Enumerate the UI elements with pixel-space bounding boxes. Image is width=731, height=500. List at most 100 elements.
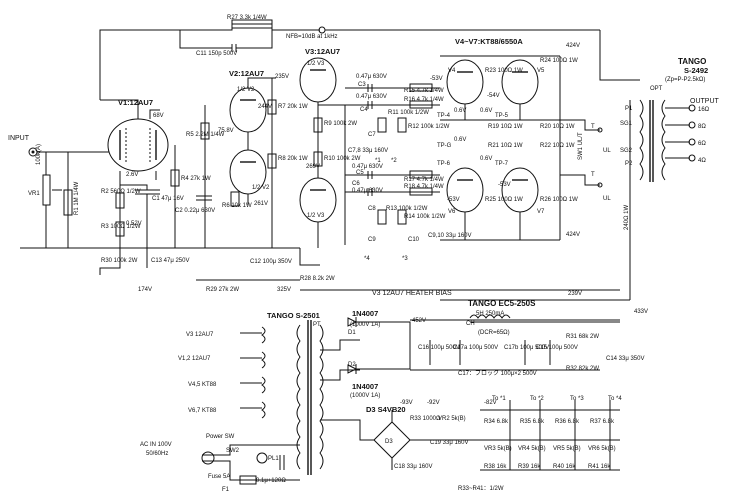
- v4v7-label: V4~V7:KT88/6550A: [455, 37, 523, 46]
- v1-voltage-2-6: 2.6V: [126, 172, 138, 178]
- v269-label: 269V: [306, 164, 320, 170]
- v424-top: 424V: [566, 43, 580, 49]
- c14-label: C14 33μ 350V: [606, 356, 644, 362]
- heater-v67: V6,7 KT88: [188, 408, 217, 414]
- t-label-bottom: T: [591, 172, 595, 178]
- v2-half-top: 1/2 V2: [237, 87, 255, 93]
- r10-label: R10 100k 2W: [324, 156, 361, 162]
- ul-label-top: UL: [603, 148, 611, 154]
- choke-filter: [410, 314, 620, 371]
- r31-label: R31 68k 2W: [566, 334, 599, 340]
- v2-coupling: [170, 105, 240, 248]
- out-16: 16Ω: [698, 107, 710, 113]
- c3-label: 0.47μ 630V: [356, 74, 387, 80]
- c7-label: C7: [368, 132, 376, 138]
- r3-label: R3 100Ω 1/2W: [101, 224, 141, 230]
- c17-block: C17：ブロック 100μ×2 500V: [458, 369, 537, 377]
- ch-label: CH: [466, 321, 475, 327]
- vr3-label: VR3 5k(B): [484, 446, 512, 452]
- fuse-label: Fuse 5A: [208, 474, 230, 480]
- tp4-label: TP-4: [437, 113, 451, 119]
- c11-label: C11 150p 500V: [196, 51, 237, 57]
- c6-label: 0.47μ 630V: [352, 164, 383, 170]
- p2-label: P2: [625, 161, 633, 167]
- pl1-label: PL1: [268, 456, 279, 462]
- d2-rating: (1000V 1A): [350, 393, 380, 399]
- r32-label: R32 82k 2W: [566, 366, 599, 372]
- r33-label: R33 1000Ω: [410, 416, 441, 422]
- r41-label: R41 16k: [588, 464, 611, 470]
- v3-half-top: 1/2 V3: [307, 61, 325, 67]
- c13-label: C13 47μ 250V: [151, 258, 189, 264]
- c8-label: C8: [368, 206, 376, 212]
- c3-tag: C3: [358, 82, 366, 88]
- grid-resistors: [377, 83, 433, 225]
- tango-s2492-model: S-2492: [684, 66, 708, 75]
- v06-d: 0.6V: [480, 156, 492, 162]
- c10-label: C10: [408, 237, 420, 243]
- ac-freq-label: 50/60Hz: [146, 451, 168, 457]
- r28-label: R28 8.2k 2W: [300, 276, 335, 282]
- pt-label: PT: [313, 322, 321, 328]
- vr1-value: 100k(A): [36, 144, 42, 165]
- sw1: [559, 56, 603, 240]
- v2-tube: [229, 77, 276, 205]
- bias-supply: [340, 409, 620, 471]
- star3-label: *3: [402, 256, 408, 262]
- v3-tube: [299, 57, 337, 248]
- c6-val: 0.47μ 630V: [352, 188, 383, 194]
- tango-zp: (Zp=P-P2.5kΩ): [665, 77, 705, 83]
- heater-v3: V3 12AU7: [186, 332, 214, 338]
- c18-label: C18 33μ 160V: [394, 464, 432, 470]
- v3-label: V3:12AU7: [305, 47, 340, 56]
- heater-bias-label: V3 12AU7 HEATER BIAS: [372, 290, 452, 297]
- r38-label: R38 16k: [484, 464, 507, 470]
- r33-41-label: R33~R41：1/2W: [458, 486, 504, 492]
- tp7-label: TP-7: [495, 161, 509, 167]
- d2-label: D2: [348, 362, 356, 368]
- tango-ec5-label: TANGO EC5-250S: [468, 299, 536, 308]
- c4-tag: C4: [360, 107, 368, 113]
- v3-half-bottom: 1/2 V3: [307, 213, 325, 219]
- v06-a: 0.6V: [454, 108, 466, 114]
- r15-label: R15 4.7k 1/4W: [404, 88, 444, 94]
- c9-label: C9: [368, 237, 376, 243]
- input-label: INPUT: [8, 135, 30, 142]
- c15-label: C15 100μ 500V: [536, 345, 578, 351]
- to3-label: To *3: [570, 396, 584, 402]
- v325-label: 325V: [277, 287, 291, 293]
- p1-label: P1: [625, 106, 633, 112]
- d3-part: D3 S4VB20: [366, 405, 406, 414]
- heater-v45: V4,5 KT88: [188, 382, 217, 388]
- input-section: [28, 147, 110, 248]
- rectifier-diodes: [347, 317, 411, 374]
- r30-label: R30 100k 2W: [101, 258, 138, 264]
- dcr-label: (DCR=65Ω): [478, 330, 510, 336]
- d1-rating: (1000V 1A): [350, 322, 380, 328]
- vr2-label: VR2 5k(B): [438, 416, 466, 422]
- coupling-caps: [345, 84, 440, 196]
- c6-tag: C6: [352, 181, 360, 187]
- nfb-network: [99, 19, 640, 100]
- tp5-label: TP-5: [495, 113, 509, 119]
- v6-tag: V6: [448, 209, 456, 215]
- v7-tag: V7: [537, 209, 545, 215]
- d1-part: 1N4007: [352, 309, 378, 318]
- r17-label: R17 4.7k 1/4W: [404, 177, 444, 183]
- c5-label: C5: [356, 170, 364, 176]
- v261-label: 261V: [254, 201, 268, 207]
- v452-label: 452V: [412, 318, 426, 324]
- c4-label: 0.47μ 630V: [356, 94, 387, 100]
- r2-label: R2 560Ω 1/2W: [101, 189, 141, 195]
- r29-label: R29 27k 2W: [206, 287, 239, 293]
- power-sw-label: Power SW: [206, 434, 235, 440]
- v174-label: 174V: [138, 287, 152, 293]
- r12-label: R12 100k 1/2W: [408, 124, 450, 130]
- sw1-label: SW1 UL/T: [578, 132, 584, 160]
- v-92: -92V: [427, 400, 440, 406]
- v1-voltage-0-52: 0.52V: [126, 221, 142, 227]
- v4-tag: V4: [448, 68, 456, 74]
- r36-label: R36 6.8k: [555, 419, 580, 425]
- to1-label: To *1: [492, 396, 506, 402]
